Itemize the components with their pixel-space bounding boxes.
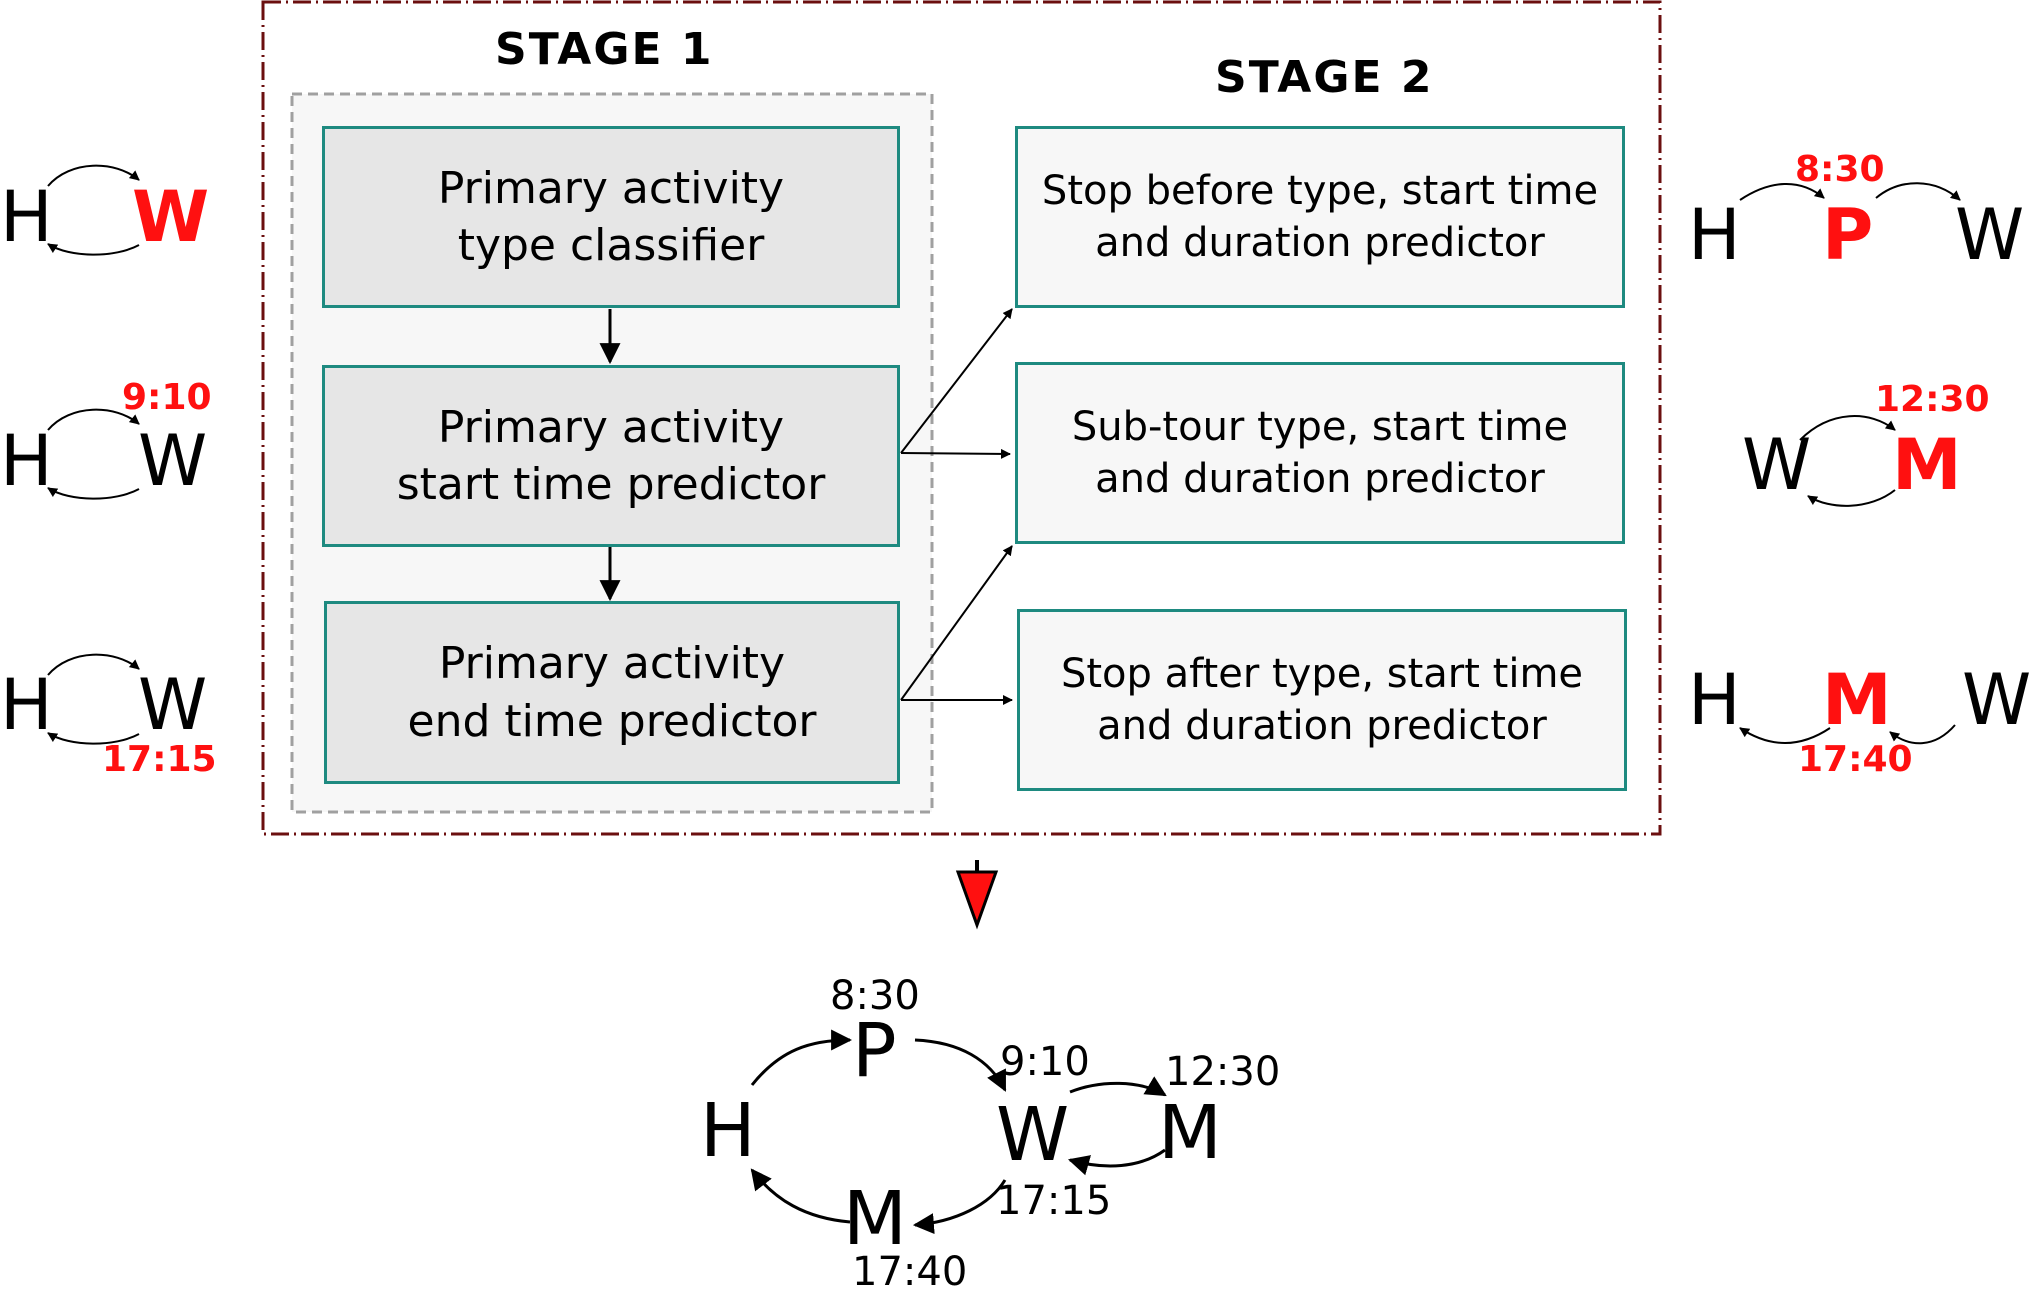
result-arc-p-w — [914, 1038, 1007, 1092]
arrow-end-to-subtour — [900, 545, 1013, 701]
result-arrow — [955, 860, 999, 930]
result-time-w-end: 17:15 — [996, 1178, 1112, 1224]
left-ex2-out-arc — [47, 408, 140, 431]
right-ex3-meal: M — [1822, 659, 1892, 741]
result-arc-w-m — [1069, 1076, 1167, 1097]
stop-after-predictor-box: Stop after type, start time and duration… — [1017, 609, 1627, 791]
result-time-m-right: 12:30 — [1165, 1049, 1281, 1095]
result-node-m-right: M — [1158, 1090, 1222, 1176]
right-ex1-stop: P — [1822, 194, 1874, 276]
left-ex2-work: W — [138, 420, 208, 502]
stage1-title: STAGE 1 — [495, 24, 714, 75]
left-ex1-home: H — [0, 176, 53, 258]
result-arc-w-m-bottom — [912, 1179, 1007, 1235]
left-ex3-work: W — [138, 664, 208, 746]
left-ex3-home: H — [0, 664, 53, 746]
result-node-m-bottom: M — [843, 1176, 907, 1262]
left-ex3-time: 17:15 — [102, 739, 217, 780]
outer-frame — [261, 0, 1662, 836]
right-ex2-out-arc — [1799, 415, 1896, 441]
left-ex1-work: W — [132, 176, 210, 258]
left-ex3-back-arc — [47, 732, 140, 745]
stage2-title: STAGE 2 — [1215, 52, 1434, 103]
right-ex2-meal: M — [1892, 424, 1962, 506]
result-arc-h-p — [750, 1029, 853, 1086]
right-ex1-home: H — [1688, 194, 1741, 276]
result-time-w-start: 9:10 — [1000, 1039, 1090, 1085]
right-ex2-work: W — [1742, 424, 1812, 506]
right-ex3-work: W — [1962, 659, 2032, 741]
right-ex1-arc-h-p — [1739, 183, 1825, 201]
left-ex2-back-arc — [47, 487, 140, 500]
result-node-p: P — [852, 1008, 897, 1094]
arrow-start-to-subtour — [900, 448, 1011, 459]
right-ex2-back-arc — [1807, 489, 1896, 507]
primary-activity-end-time-box: Primary activity end time predictor — [324, 601, 900, 784]
primary-activity-type-classifier-box: Primary activity type classifier — [322, 126, 900, 308]
right-ex3-time: 17:40 — [1798, 739, 1913, 780]
right-ex1-work: W — [1955, 194, 2025, 276]
sub-tour-predictor-box: Sub-tour type, start time and duration p… — [1015, 362, 1625, 544]
result-arc-m-w — [1067, 1148, 1166, 1176]
left-ex3-out-arc — [47, 653, 140, 676]
result-node-h: H — [700, 1088, 756, 1174]
right-ex2-time: 12:30 — [1875, 379, 1990, 420]
right-ex3-home: H — [1688, 659, 1741, 741]
result-node-w: W — [996, 1092, 1070, 1178]
primary-activity-start-time-box: Primary activity start time predictor — [322, 365, 900, 547]
left-ex2-time: 9:10 — [122, 377, 212, 418]
result-time-m-bottom: 17:40 — [852, 1249, 968, 1295]
left-ex2-home: H — [0, 420, 53, 502]
right-ex3-arc-m-h — [1739, 727, 1831, 744]
left-ex1-back-arc — [47, 243, 140, 256]
left-ex1-out-arc — [47, 164, 140, 187]
stop-before-predictor-box: Stop before type, start time and duratio… — [1015, 126, 1625, 308]
right-ex3-arc-w-m — [1889, 724, 1956, 745]
result-time-p: 8:30 — [830, 973, 920, 1019]
arrow-start-to-stop-before — [900, 308, 1013, 454]
result-arc-m-h — [750, 1168, 851, 1224]
right-ex1-time: 8:30 — [1795, 149, 1885, 190]
right-ex1-arc-p-w — [1875, 182, 1961, 201]
